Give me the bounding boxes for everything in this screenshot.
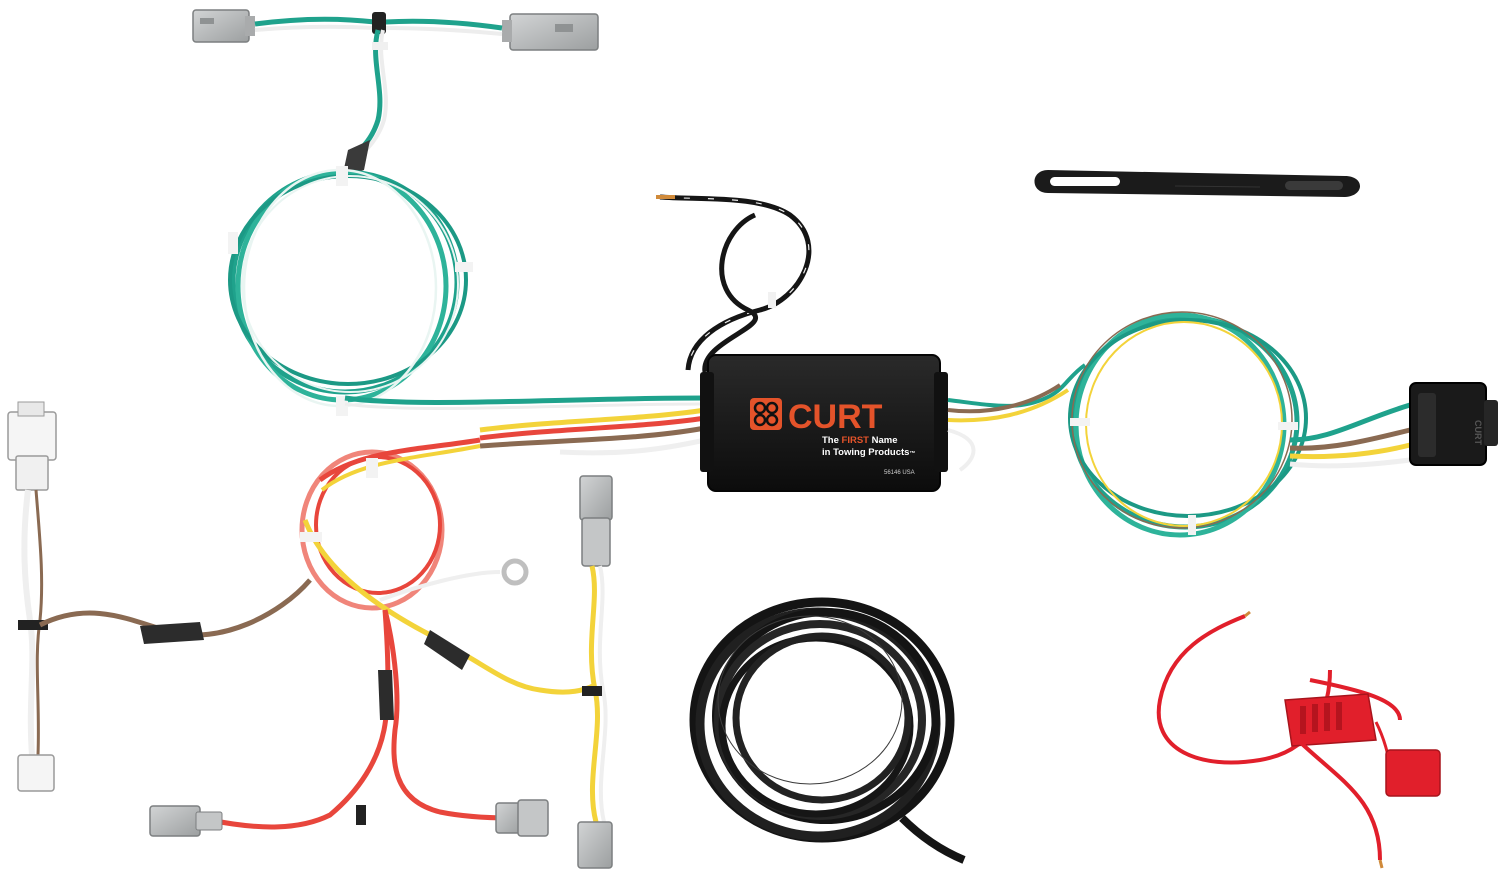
fuse-holder bbox=[1156, 610, 1441, 869]
tagline-rest: Name bbox=[869, 435, 898, 446]
right-vertical-connector-bottom bbox=[577, 821, 613, 869]
brand-tagline: The FIRST Name bbox=[822, 435, 898, 446]
trademark-symbol: ™ bbox=[909, 450, 915, 457]
tagline-highlight: FIRST bbox=[842, 435, 870, 446]
curt-converter-module: CURT The FIRST Name in Towing Products™ … bbox=[479, 354, 948, 492]
left-white-connector-bottom bbox=[17, 754, 55, 792]
brand-name: CURT bbox=[788, 398, 883, 436]
module-serial: 56146 USA bbox=[884, 470, 915, 476]
right-4way-harness: CURT bbox=[947, 311, 1498, 538]
bottom-left-gray-connector bbox=[149, 805, 223, 837]
right-vertical-connector-top bbox=[579, 475, 613, 567]
lower-left-harness bbox=[7, 401, 613, 869]
tagline-line2: in Towing Products bbox=[822, 447, 909, 458]
black-wire-coil bbox=[689, 597, 966, 864]
top-green-harness bbox=[192, 9, 706, 416]
top-right-connector bbox=[502, 13, 599, 51]
left-white-connector-top bbox=[7, 401, 57, 491]
black-ground-lead bbox=[656, 194, 812, 373]
plug-brand-label: CURT bbox=[1473, 420, 1483, 445]
tagline-lead: The bbox=[822, 435, 842, 446]
curt-logo-icon bbox=[750, 398, 782, 430]
top-left-connector bbox=[192, 9, 255, 43]
bottom-middle-gray-connector bbox=[495, 799, 549, 837]
brand-tagline-line2: in Towing Products™ bbox=[822, 447, 915, 458]
mounting-strap bbox=[1034, 170, 1360, 197]
